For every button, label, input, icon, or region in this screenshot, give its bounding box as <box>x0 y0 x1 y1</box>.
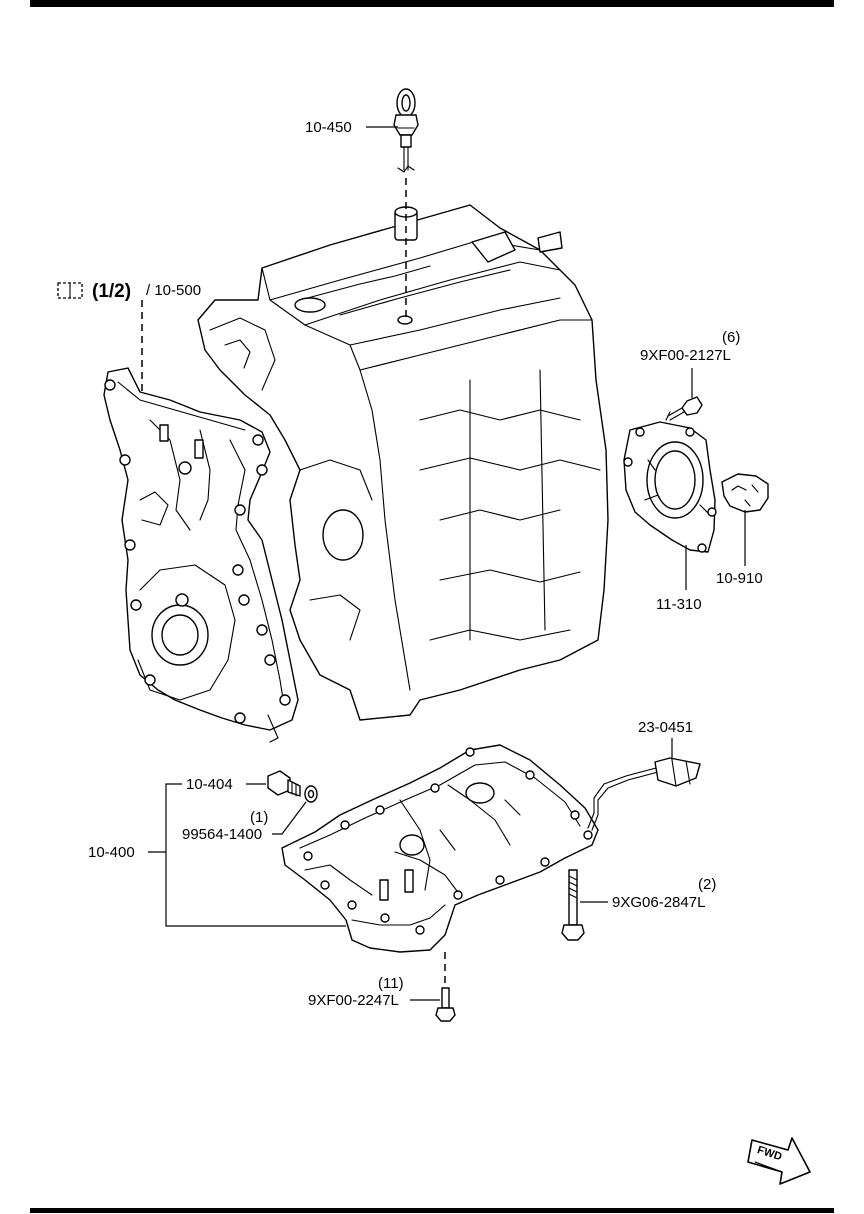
label-rear-bolt-qty: (6) <box>722 329 740 346</box>
long-bolt <box>561 869 585 941</box>
label-washer: 99564-1400 <box>182 826 262 843</box>
drain-washer <box>304 785 318 803</box>
timing-chain-cover <box>103 367 299 743</box>
oil-level-sensor <box>587 757 701 831</box>
label-oil-pan-assy: 10-400 <box>88 844 135 861</box>
label-rear-cover: 11-310 <box>656 596 702 613</box>
rear-cover-bolt <box>665 396 703 421</box>
bracket-oil-pan-assy <box>165 783 346 927</box>
fwd-arrow-icon: FWD <box>747 1137 811 1185</box>
label-long-bolt-qty: (2) <box>698 876 716 893</box>
label-rear-seal: 10-910 <box>716 570 763 587</box>
label-washer-qty: (1) <box>250 809 268 826</box>
engine-block <box>197 204 609 721</box>
label-long-bolt: 9XG06-2847L <box>612 894 705 911</box>
label-rear-bolt: 9XF00-2127L <box>640 347 731 364</box>
label-pan-bolt-qty: (11) <box>378 975 404 992</box>
label-timing-cover-part: / 10-500 <box>146 282 201 299</box>
dipstick <box>393 88 419 173</box>
label-dipstick: 10-450 <box>305 119 352 136</box>
reference-book-icon <box>57 282 83 299</box>
oil-pan <box>281 744 599 953</box>
label-timing-cover-ref: (1/2) <box>92 281 131 302</box>
top-border-bar <box>30 0 834 7</box>
rear-cover <box>623 421 717 553</box>
label-oil-level-sensor: 23-0451 <box>638 719 693 736</box>
rear-oil-seal <box>721 473 769 513</box>
bottom-border-bar <box>30 1208 834 1213</box>
drain-plug <box>267 770 301 797</box>
leader-washer <box>272 801 307 835</box>
label-pan-bolt: 9XF00-2247L <box>308 992 399 1009</box>
pan-bolt <box>435 987 456 1022</box>
label-drain-plug: 10-404 <box>186 776 233 793</box>
